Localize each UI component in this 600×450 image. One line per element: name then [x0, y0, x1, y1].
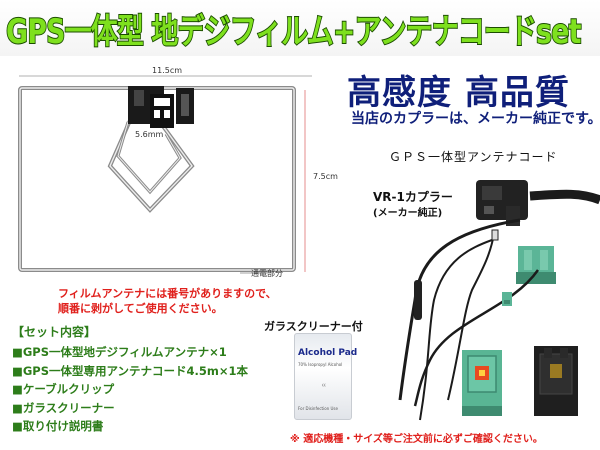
- vr-coupler-sublabel: (メーカー純正): [373, 208, 443, 219]
- warning-line-1: フィルムアンテナには番号がありますので、: [58, 287, 277, 300]
- alcohol-pad-bottom: For Disinfection Use: [298, 406, 338, 411]
- green-connector: [516, 246, 556, 284]
- cord-title: ＧＰＳ一体型アンテナコード: [389, 150, 558, 164]
- coupler-note: 当店のカプラーは、メーカー純正です。: [351, 111, 600, 127]
- footer-note: ※ 適応機種・サイズ等ご注文前に必ずご確認ください。: [290, 434, 543, 445]
- set-item: ■ケーブルクリップ: [12, 382, 115, 397]
- vr-coupler-label: VR-1カプラー: [373, 190, 453, 204]
- green-connector-closeup: [462, 350, 502, 416]
- element-size-label: 5.6mm: [135, 130, 164, 139]
- product-title: GPS一体型 地デジフィルム+アンテナコードset: [5, 11, 582, 53]
- set-contents-heading: 【セット内容】: [12, 325, 97, 339]
- quality-headline: 高感度 高品質: [347, 73, 570, 113]
- glass-cleaner-label: ガラスクリーナー付: [264, 320, 363, 333]
- conductive-part-label: 通電部分: [251, 269, 283, 278]
- film-height-label: 7.5cm: [313, 172, 338, 181]
- alcohol-pad-image: Alcohol Pad 70% Isopropyl Alcohol ㏄ For …: [294, 333, 357, 420]
- set-item: ■取り付け説明書: [12, 419, 104, 434]
- alcohol-pad-line: 70% Isopropyl Alcohol: [298, 362, 343, 367]
- film-width-label: 11.5cm: [152, 66, 183, 75]
- black-connector-closeup: [534, 346, 578, 416]
- vr1-connector: [476, 180, 528, 226]
- alcohol-pad-title: Alcohol Pad: [298, 348, 358, 358]
- set-item: ■GPS一体型専用アンテナコード4.5m×1本: [12, 363, 249, 378]
- peel-order-warning: フィルムアンテナには番号がありますので、 順番に剥がしてご使用ください。: [58, 286, 277, 316]
- set-item: ■ガラスクリーナー: [12, 400, 115, 415]
- antenna-cord-image: [398, 180, 600, 421]
- set-contents-list: ■GPS一体型地デジフィルムアンテナ×1 ■GPS一体型専用アンテナコード4.5…: [12, 343, 248, 436]
- title-banner: GPS一体型 地デジフィルム+アンテナコードset: [0, 0, 600, 56]
- alcohol-pad-mid: ㏄: [322, 382, 326, 387]
- connector-closeups: [462, 346, 578, 416]
- warning-line-2: 順番に剥がしてご使用ください。: [58, 302, 223, 315]
- set-item: ■GPS一体型地デジフィルムアンテナ×1: [12, 345, 227, 359]
- film-antenna-diagram: [18, 75, 312, 274]
